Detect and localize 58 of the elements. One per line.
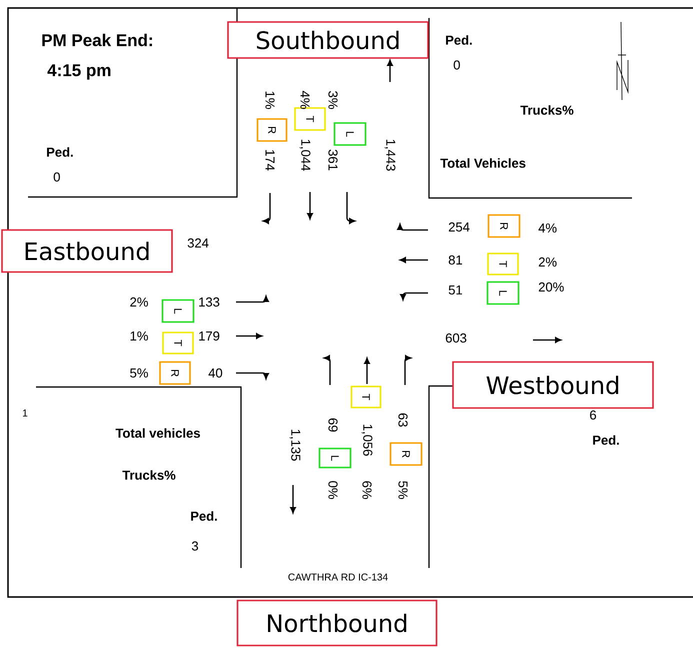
count-label: 1,056	[362, 424, 372, 456]
direction-label: Southbound	[227, 21, 429, 59]
count-label: 0	[54, 172, 60, 182]
heading: Ped.	[47, 147, 73, 157]
count-label: 1%	[130, 331, 148, 341]
lane-letter-box: L	[318, 448, 352, 468]
count-label: 6%	[362, 481, 372, 499]
count-label: 179	[199, 331, 220, 341]
lane-letter-box: R	[488, 214, 520, 238]
lane-letter-box: T	[162, 332, 194, 354]
lane-letter-box: L	[334, 122, 366, 146]
lane-letter-box: T	[350, 386, 382, 408]
count-label: 603	[446, 333, 466, 343]
count-label: 1	[23, 410, 28, 416]
count-label: 5%	[398, 481, 408, 499]
count-label: 0%	[328, 481, 338, 499]
count-label: 63	[398, 413, 408, 427]
lane-letter-box: R	[159, 361, 191, 385]
count-label: 1,443	[384, 140, 396, 171]
count-label: 3	[192, 541, 198, 551]
count-label: CAWTHRA RD IC-134	[288, 573, 388, 581]
count-label: 0	[454, 60, 460, 70]
count-label: 81	[448, 255, 462, 265]
heading: Ped.	[593, 435, 619, 445]
lane-letter-box: L	[162, 299, 194, 323]
direction-label: Northbound	[236, 600, 438, 646]
heading: 4:15 pm	[47, 64, 110, 80]
count-label: 5%	[130, 368, 148, 378]
count-label: 20%	[538, 282, 564, 292]
count-label: 3%	[328, 91, 338, 109]
count-label: 1%	[265, 92, 275, 109]
count-label: 1,044	[300, 140, 310, 171]
count-label: 324	[188, 238, 209, 248]
count-label: 133	[199, 297, 220, 307]
count-label: 4%	[300, 90, 310, 109]
count-label: 1,135	[290, 430, 300, 461]
direction-label: Eastbound	[1, 229, 173, 273]
count-label: 69	[328, 418, 338, 432]
heading: PM Peak End:	[42, 34, 152, 46]
lane-letter-box: R	[390, 442, 422, 466]
count-label: 361	[328, 150, 338, 170]
heading: Ped.	[446, 35, 472, 45]
heading: Total vehicles	[116, 428, 200, 438]
count-label: 2%	[538, 257, 557, 267]
heading: Ped.	[191, 511, 217, 521]
count-label: 51	[448, 285, 462, 295]
direction-label: Westbound	[452, 361, 654, 409]
count-label: 40	[208, 368, 222, 378]
heading: Total Vehicles	[440, 158, 526, 168]
lane-letter-box: R	[256, 118, 288, 142]
count-label: 254	[448, 222, 470, 232]
count-label: 4%	[538, 223, 557, 233]
heading: Trucks%	[520, 105, 574, 115]
count-label: 2%	[130, 297, 148, 307]
lane-letter-box: L	[486, 281, 520, 305]
lane-letter-box: T	[487, 252, 519, 276]
count-label: 174	[266, 150, 274, 170]
heading: Trucks%	[122, 470, 176, 480]
